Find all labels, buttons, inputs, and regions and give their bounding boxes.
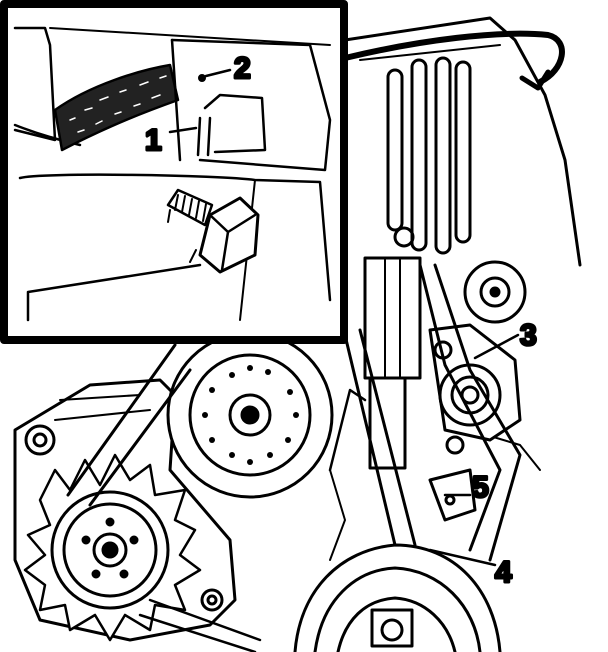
drive-belt bbox=[66, 263, 522, 652]
crankshaft-pulley bbox=[293, 543, 502, 652]
leader-4 bbox=[428, 548, 497, 567]
adjuster-bracket bbox=[328, 256, 422, 472]
callout-4: 4 bbox=[495, 556, 512, 589]
adjuster-nut bbox=[198, 196, 260, 274]
idler-boss bbox=[463, 260, 527, 324]
callout-3: 3 bbox=[520, 319, 537, 352]
adjuster-bolt bbox=[166, 188, 260, 274]
cooling-slots bbox=[386, 56, 472, 255]
engine-block bbox=[329, 16, 582, 561]
inset-detail bbox=[0, 0, 348, 344]
gasket-strip bbox=[53, 63, 180, 152]
callout-2: 2 bbox=[234, 52, 251, 85]
pointer-arrow bbox=[342, 30, 565, 85]
alternator-pulley bbox=[50, 490, 170, 610]
callout-5: 5 bbox=[472, 471, 489, 504]
leader-3 bbox=[473, 333, 520, 360]
alternator bbox=[13, 378, 237, 642]
tensioner-pulley bbox=[428, 323, 522, 455]
water-pump-pulley bbox=[166, 331, 334, 499]
callout-1: 1 bbox=[145, 124, 162, 157]
